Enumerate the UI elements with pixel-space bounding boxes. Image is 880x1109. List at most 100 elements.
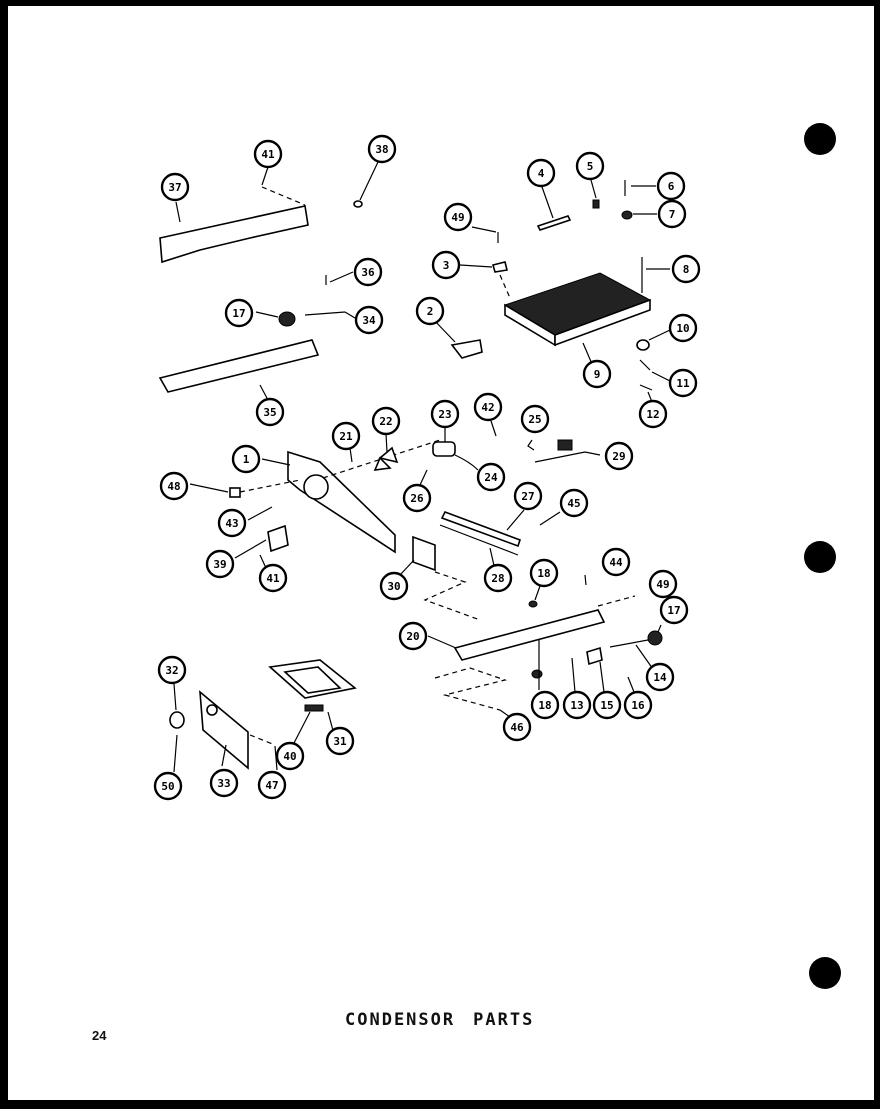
part-8-rod	[641, 257, 670, 293]
callout-label: 29	[612, 450, 625, 463]
callout-bubble-48: 48	[159, 471, 189, 501]
callout-bubble-31: 31	[325, 726, 355, 756]
callout-label: 33	[217, 777, 230, 790]
part-32-knob	[169, 683, 185, 729]
callout-circle	[205, 549, 235, 579]
part-31-drain-tray	[268, 659, 357, 739]
part-21-screw	[349, 447, 353, 463]
callout-circle	[443, 202, 473, 232]
callout-circle	[623, 690, 653, 720]
callout-circle	[153, 771, 183, 801]
callout-circle	[160, 172, 190, 202]
part-25-clip	[527, 439, 535, 451]
callout-circle	[258, 563, 288, 593]
callout-label: 20	[406, 630, 419, 643]
part-39-relay	[234, 524, 289, 559]
binder-hole-middle	[804, 541, 836, 573]
callout-label: 40	[283, 750, 296, 763]
callout-label: 50	[161, 780, 174, 793]
callout-circle	[648, 569, 678, 599]
dash-49-lower	[597, 595, 636, 607]
callout-label: 18	[537, 567, 550, 580]
binder-hole-bottom	[809, 957, 841, 989]
part-5-nut	[590, 179, 600, 209]
callout-label: 47	[265, 779, 278, 792]
callout-label: 37	[168, 181, 181, 194]
callout-circle	[513, 481, 543, 511]
callout-label: 48	[167, 480, 180, 493]
leader-41-top	[261, 186, 306, 206]
part-17-knob-bottom	[647, 624, 663, 646]
callout-circle	[530, 690, 560, 720]
dash-46	[434, 667, 508, 711]
callout-circle	[255, 397, 285, 427]
callout-circle	[668, 313, 698, 343]
callout-circle	[526, 158, 556, 188]
callout-circle	[502, 712, 532, 742]
callout-bubble-44: 44	[601, 547, 631, 577]
callout-label: 11	[676, 377, 690, 390]
callout-bubble-21: 21	[331, 421, 361, 451]
callout-label: 25	[528, 413, 541, 426]
callout-circle	[668, 368, 698, 398]
callout-label: 34	[362, 314, 376, 327]
part-3-bracket	[459, 261, 511, 299]
callout-bubble-50: 50	[153, 771, 183, 801]
callout-bubble-29: 29	[604, 441, 634, 471]
callout-label: 16	[631, 699, 645, 712]
part-26-screw	[419, 469, 428, 486]
callout-circle	[353, 257, 383, 287]
part-45-screw	[539, 511, 561, 526]
part-20-lower-rail	[427, 609, 606, 661]
callout-bubble-46: 46	[502, 712, 532, 742]
binder-hole-top	[804, 123, 836, 155]
part-16-nut	[627, 676, 635, 693]
callout-label: 4	[538, 167, 545, 180]
callout-label: 23	[438, 408, 451, 421]
callout-circle	[520, 404, 550, 434]
part-34-shaft	[304, 311, 356, 319]
callout-circle	[604, 441, 634, 471]
callout-bubble-6: 6	[656, 171, 686, 201]
callout-label: 27	[521, 490, 534, 503]
callout-label: 26	[410, 492, 424, 505]
dash-48	[239, 479, 301, 493]
callout-label: 15	[600, 699, 613, 712]
callout-label: 2	[427, 305, 434, 318]
callout-label: 14	[653, 671, 667, 684]
part-24-clip	[454, 454, 479, 471]
callout-bubble-24: 24	[476, 462, 506, 492]
part-22-fan-blade	[373, 433, 399, 471]
callout-bubble-9: 9	[582, 359, 612, 389]
callout-circle	[224, 298, 254, 328]
callout-label: 41	[266, 572, 280, 585]
callout-bubble-10: 10	[668, 313, 698, 343]
callout-bubble-22: 22	[371, 406, 401, 436]
page-number: 24	[92, 1028, 107, 1043]
callout-label: 21	[339, 430, 353, 443]
callout-label: 44	[609, 556, 623, 569]
part-17-knob-top	[255, 311, 296, 327]
callout-bubble-7: 7	[657, 199, 687, 229]
part-13-screw	[571, 657, 576, 693]
callout-bubble-17: 17	[659, 595, 689, 625]
callout-bubble-41: 41	[253, 139, 283, 169]
part-44-screw	[584, 574, 587, 586]
callout-label: 49	[656, 578, 669, 591]
callout-label: 24	[484, 471, 498, 484]
part-10-grommet	[636, 329, 671, 351]
part-23-motor	[432, 428, 456, 457]
callout-label: 10	[676, 322, 689, 335]
callout-label: 3	[443, 259, 450, 272]
callout-label: 42	[481, 401, 494, 414]
callout-circle	[379, 571, 409, 601]
part-50-screw	[173, 734, 178, 773]
callout-bubble-16: 16	[623, 690, 653, 720]
part-42-screw	[489, 417, 497, 437]
callout-circle	[656, 171, 686, 201]
callout-circle	[562, 690, 592, 720]
callout-label: 38	[375, 143, 388, 156]
